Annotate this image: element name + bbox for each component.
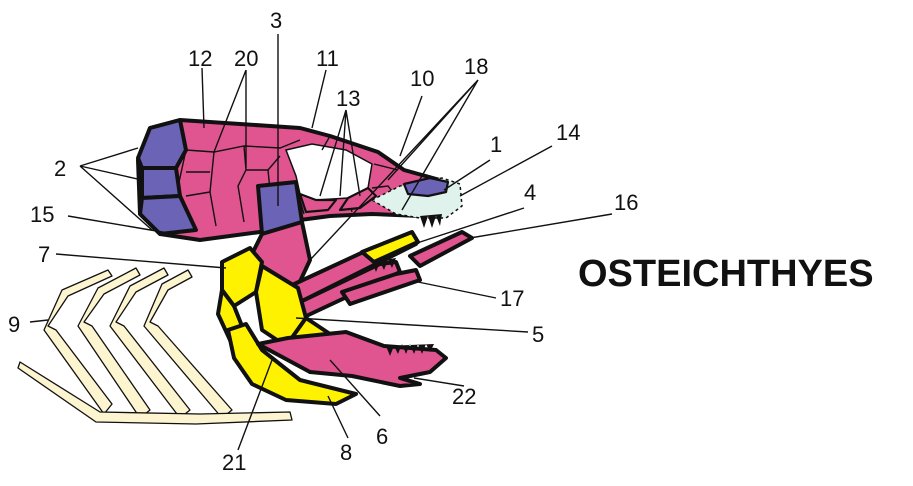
label-12: 12	[188, 46, 212, 71]
rib-3	[110, 268, 190, 418]
label-2: 2	[54, 156, 66, 181]
label-11: 11	[316, 46, 339, 71]
premaxilla-teeth	[420, 214, 442, 228]
label-9: 9	[8, 312, 20, 337]
label-5: 5	[532, 322, 544, 347]
label-13: 13	[336, 86, 360, 111]
posterior-skull-bone-mid	[142, 168, 180, 198]
label-10: 10	[410, 66, 434, 91]
label-8: 8	[340, 440, 352, 465]
maxilla-bone	[410, 232, 472, 266]
label-1: 1	[490, 132, 502, 157]
label-14: 14	[556, 120, 580, 145]
rib-4	[144, 270, 232, 418]
label-22: 22	[452, 384, 476, 409]
label-21: 21	[222, 450, 246, 475]
label-4: 4	[524, 180, 536, 205]
label-20: 20	[234, 46, 258, 71]
label-6: 6	[376, 424, 388, 449]
label-16: 16	[614, 190, 638, 215]
label-3: 3	[270, 8, 282, 33]
label-17: 17	[500, 286, 524, 311]
label-7: 7	[38, 242, 50, 267]
label-15: 15	[30, 202, 54, 227]
label-18: 18	[464, 54, 488, 79]
diagram-title: OSTEICHTHYES	[578, 253, 874, 295]
posterior-skull-bone-upper	[138, 120, 186, 168]
